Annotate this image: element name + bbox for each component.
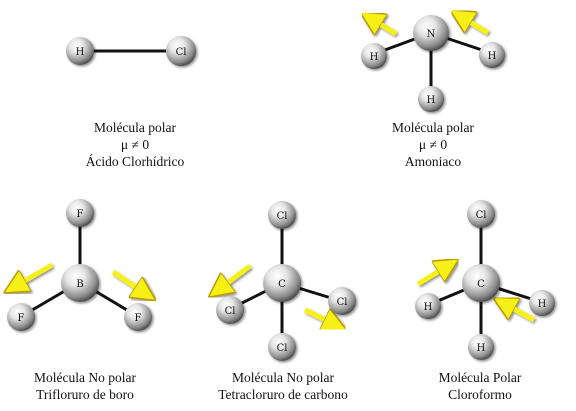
panel-chcl3: Cl H H H C	[415, 192, 576, 360]
caption-chcl3-name: Cloroformo	[448, 387, 512, 402]
dipole-arrow-nh3-2	[460, 16, 490, 36]
dipole-arrow-chcl3-3	[503, 303, 536, 323]
atom-n: N	[413, 15, 449, 51]
atom-h2: H	[479, 42, 505, 68]
dipole-arrow-bf3-3	[111, 269, 146, 294]
atom-label-h3: H	[477, 343, 486, 354]
caption-hcl: Molécula polar μ ≠ 0 Ácido Clorhídrico	[60, 119, 210, 170]
atom-b: B	[61, 264, 99, 302]
atom-f1: F	[66, 199, 94, 227]
dipole-arrow-ccl4-3	[303, 307, 336, 325]
atom-cl: Cl	[166, 36, 196, 66]
panel-nh3: N H H H	[361, 15, 550, 112]
atom-h2: H	[529, 290, 555, 316]
atom-label-cl4: Cl	[277, 343, 288, 354]
caption-nh3: Molécula polar μ ≠ 0 Amoniaco	[358, 119, 508, 170]
atom-h1: H	[361, 43, 387, 69]
atom-label-b: B	[76, 279, 83, 290]
panel-ccl4: Cl Cl Cl Cl C	[216, 201, 356, 361]
caption-ccl4-polarity: Molécula No polar	[232, 370, 334, 385]
caption-hcl-name: Ácido Clorhídrico	[85, 154, 185, 169]
atom-label-c: C	[477, 279, 485, 290]
caption-nh3-moment: μ ≠ 0	[418, 137, 448, 152]
caption-bf3: Molécula No polar Trifloruro de boro	[5, 369, 165, 403]
atom-cl: Cl	[467, 200, 495, 228]
atom-label-cl3: Cl	[337, 297, 348, 308]
caption-nh3-name: Amoniaco	[404, 154, 462, 169]
dipole-arrow-bf3-2	[14, 262, 54, 287]
atom-label-c: C	[278, 279, 286, 290]
caption-hcl-polarity: Molécula polar	[93, 120, 177, 135]
atom-f3: F	[124, 303, 152, 331]
atom-cl4: Cl	[268, 333, 296, 361]
atom-label-cl: Cl	[176, 47, 187, 58]
atom-label-h2: H	[538, 299, 547, 310]
atom-cl3: Cl	[328, 287, 356, 315]
atom-label-f3: F	[135, 313, 142, 324]
atom-label-cl: Cl	[476, 210, 487, 221]
atom-c: C	[462, 264, 500, 302]
dipole-arrow-nh3-1	[370, 18, 398, 37]
atom-h: H	[66, 37, 94, 65]
atom-label-h1: H	[424, 302, 433, 313]
caption-ccl4: Molécula No polar Tetracloruro de carbon…	[188, 369, 378, 403]
atom-h3: H	[418, 86, 444, 112]
caption-bf3-polarity: Molécula No polar	[34, 370, 136, 385]
atom-label-cl2: Cl	[225, 306, 236, 317]
panel-hcl: H Cl	[66, 18, 245, 158]
atom-label-cl1: Cl	[277, 211, 288, 222]
atom-label-f2: F	[18, 313, 25, 324]
dipole-arrow-chcl3-2	[416, 265, 449, 287]
panel-bf3: F F F B	[7, 199, 152, 331]
atom-label-h1: H	[370, 52, 379, 63]
atom-label-h: H	[76, 47, 85, 58]
caption-chcl3: Molécula Polar Cloroformo	[405, 369, 555, 403]
caption-ccl4-name: Tetracloruro de carbono	[218, 387, 348, 402]
atom-h1: H	[415, 293, 441, 319]
dipole-arrow-ccl4-2	[218, 264, 252, 290]
caption-hcl-moment: μ ≠ 0	[120, 137, 150, 152]
atom-label-h3: H	[427, 95, 436, 106]
caption-nh3-polarity: Molécula polar	[391, 120, 475, 135]
atom-label-n: N	[427, 29, 436, 40]
atom-h3: H	[468, 334, 494, 360]
atom-cl1: Cl	[268, 201, 296, 229]
atom-cl2: Cl	[216, 296, 244, 324]
caption-chcl3-polarity: Molécula Polar	[438, 370, 522, 385]
caption-bf3-name: Trifloruro de boro	[36, 387, 134, 402]
atom-label-h2: H	[488, 51, 497, 62]
atom-c: C	[263, 264, 301, 302]
atom-label-f1: F	[77, 209, 84, 220]
atom-f2: F	[7, 303, 35, 331]
